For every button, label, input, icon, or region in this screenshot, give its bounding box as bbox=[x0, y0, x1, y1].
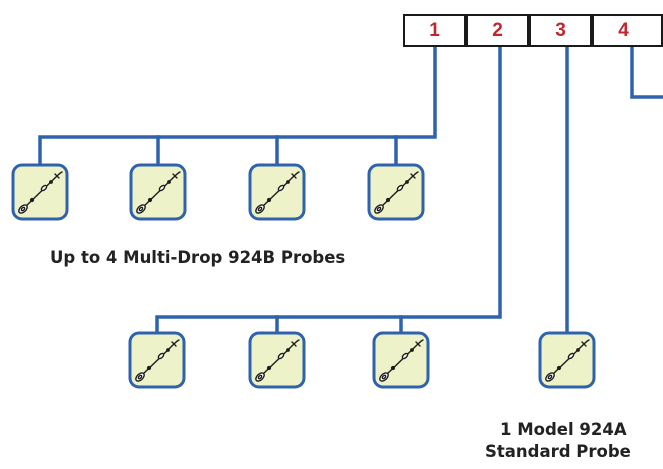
port-2: 2 bbox=[466, 14, 529, 47]
wire-port-1 bbox=[38, 45, 437, 167]
probe-sensor-icon bbox=[135, 339, 180, 382]
probe-924a-standard bbox=[538, 331, 596, 389]
port-3: 3 bbox=[529, 14, 592, 47]
probe-924b-6 bbox=[248, 331, 306, 389]
standard-probe-label-line2: Standard Probe bbox=[485, 442, 631, 461]
probe-924b-5 bbox=[128, 331, 186, 389]
probe-sensor-icon bbox=[379, 339, 424, 382]
port-4-label: 4 bbox=[618, 19, 629, 41]
port-1-label: 1 bbox=[429, 19, 440, 41]
port-3-label: 3 bbox=[555, 19, 566, 41]
probe-sensor-icon bbox=[255, 171, 300, 214]
probe-sensor-icon bbox=[255, 339, 300, 382]
probe-sensor-icon bbox=[545, 339, 590, 382]
port-2-label: 2 bbox=[492, 19, 503, 41]
probe-924b-4 bbox=[367, 163, 425, 221]
probe-924b-7 bbox=[372, 331, 430, 389]
probe-924b-1 bbox=[11, 163, 69, 221]
probe-sensor-icon bbox=[136, 171, 181, 214]
probe-sensor-icon bbox=[18, 171, 63, 214]
standard-probe-label-line1: 1 Model 924A bbox=[500, 420, 627, 439]
port-1: 1 bbox=[403, 14, 466, 47]
wire-port-4 bbox=[630, 45, 663, 99]
multi-drop-probes-label: Up to 4 Multi-Drop 924B Probes bbox=[50, 248, 346, 267]
probe-924b-3 bbox=[248, 163, 306, 221]
wire-port-2 bbox=[155, 45, 502, 335]
probe-924b-2 bbox=[129, 163, 187, 221]
port-4: 4 bbox=[592, 14, 663, 47]
probe-sensor-icon bbox=[374, 171, 419, 214]
